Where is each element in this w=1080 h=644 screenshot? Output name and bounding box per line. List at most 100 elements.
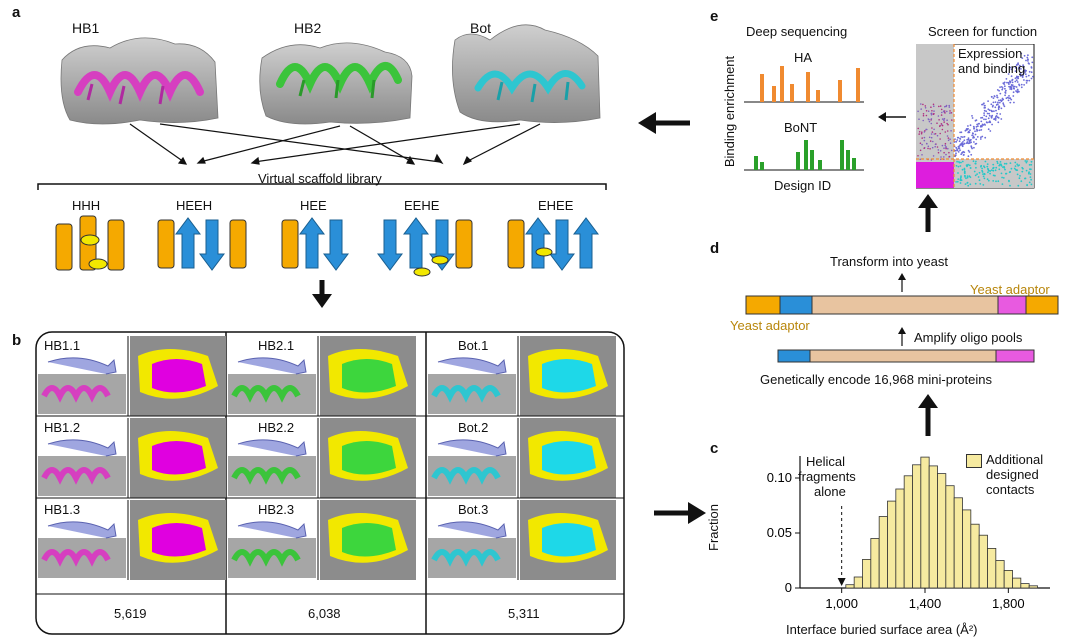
library-label: Virtual scaffold library — [258, 171, 382, 186]
y-tick-label: 0 — [785, 580, 792, 595]
topology-heeh — [157, 217, 247, 271]
facs-scatter — [916, 44, 1035, 189]
arrow-left-to-a — [638, 112, 690, 134]
label-binding-enrichment: Binding enrichment — [722, 55, 738, 168]
histogram-bar — [987, 548, 997, 589]
construct-oligo — [777, 349, 1035, 363]
panel-c-letter: c — [710, 440, 719, 457]
design-hb2-1 — [228, 336, 416, 416]
histogram-chart: 0 0.05 0.10 1,000 1,400 1,800 — [767, 456, 1050, 611]
design-hb1-1 — [38, 336, 226, 416]
count-bot: 5,311 — [508, 606, 540, 621]
topology-eehe — [377, 217, 473, 277]
x-tick-label: 1,000 — [825, 596, 858, 611]
histogram-bar — [953, 497, 963, 589]
ha-bar-5 — [816, 90, 820, 102]
design-label-bot-1: Bot.1 — [458, 338, 489, 353]
design-label-hb1-2: HB1.2 — [44, 420, 81, 435]
histogram-bar — [920, 456, 930, 589]
count-hb1: 5,619 — [114, 606, 147, 621]
label-bont: BoNT — [784, 120, 818, 135]
label-design-id: Design ID — [774, 178, 832, 193]
histogram-bar — [995, 560, 1005, 589]
design-label-bot-3: Bot.3 — [458, 502, 489, 517]
topology-hee — [281, 217, 349, 271]
design-grid — [35, 331, 625, 635]
bont-bar-4 — [810, 150, 814, 170]
panel-e-letter: e — [710, 8, 719, 25]
topology-cartoons — [37, 183, 607, 308]
x-tick-label: 1,400 — [909, 596, 942, 611]
deep-seq-bars — [744, 66, 864, 171]
arrow-d-to-e — [918, 194, 938, 232]
legend-line-1: Additional — [986, 452, 1044, 467]
gate-label-1: Expression — [958, 46, 1023, 61]
histogram-bar — [928, 465, 938, 589]
encode-label: Genetically encode 16,968 mini-proteins — [760, 372, 992, 387]
histogram-bar — [862, 559, 872, 589]
design-hb2-3 — [228, 500, 416, 580]
design-bot-1 — [428, 336, 616, 416]
histogram-bar — [970, 523, 980, 589]
annotation-line-1: Helical — [806, 454, 846, 469]
topology-label-eehe: EEHE — [404, 198, 440, 213]
arrow-b-to-c — [654, 502, 706, 524]
bot-surface — [452, 24, 601, 123]
ha-bar-0 — [760, 74, 764, 102]
design-label-hb2-2: HB2.2 — [258, 420, 295, 435]
histogram-bar — [878, 516, 888, 589]
histogram-bar — [962, 509, 972, 589]
transform-label: Transform into yeast — [830, 254, 949, 269]
design-bot-3 — [428, 500, 616, 580]
ha-bar-3 — [790, 84, 794, 102]
legend-line-3: contacts — [986, 482, 1035, 497]
ha-bar-1 — [772, 86, 776, 102]
target-label-hb2: HB2 — [294, 20, 322, 36]
histogram-bar — [887, 500, 897, 589]
histogram-bar — [903, 475, 913, 589]
topology-label-ehee: EHEE — [538, 198, 574, 213]
bont-bar-0 — [754, 156, 758, 170]
panel-d-letter: d — [710, 240, 720, 257]
ha-bar-7 — [856, 68, 860, 102]
design-label-bot-2: Bot.2 — [458, 420, 489, 435]
design-hb1-2 — [38, 418, 226, 498]
bont-bar-2 — [796, 152, 800, 170]
histogram-bar — [845, 584, 855, 589]
hb2-surface — [259, 42, 413, 125]
design-label-hb2-3: HB2.3 — [258, 502, 295, 517]
target-surfaces — [60, 24, 601, 166]
y-tick-label: 0.05 — [767, 525, 792, 540]
histogram-xlabel: Interface buried surface area (Å²) — [786, 622, 978, 637]
histogram-bar — [895, 488, 905, 589]
yeast-adaptor-left: Yeast adaptor — [730, 318, 810, 333]
bont-bar-8 — [852, 158, 856, 170]
y-tick-label: 0.10 — [767, 470, 792, 485]
design-label-hb2-1: HB2.1 — [258, 338, 295, 353]
annotation-line-2: fragments — [798, 469, 856, 484]
topology-label-heeh: HEEH — [176, 198, 213, 213]
ha-bar-2 — [780, 66, 784, 102]
histogram-bar — [978, 534, 988, 589]
panel-a-letter: a — [12, 4, 21, 21]
target-label-hb1: HB1 — [72, 20, 100, 36]
legend-line-2: designed — [986, 467, 1039, 482]
amplify-label: Amplify oligo pools — [914, 330, 1023, 345]
count-hb2: 6,038 — [308, 606, 341, 621]
arrow-c-to-d — [918, 394, 938, 436]
library-arrows — [129, 123, 541, 166]
ha-bar-4 — [806, 72, 810, 102]
design-hb1-3 — [38, 500, 226, 580]
x-tick-label: 1,800 — [992, 596, 1025, 611]
design-bot-2 — [428, 418, 616, 498]
arrow-amplify — [898, 327, 906, 346]
histogram-bar — [1028, 585, 1038, 589]
histogram-bar — [870, 538, 880, 589]
topology-hhh — [55, 215, 125, 271]
topology-label-hhh: HHH — [72, 198, 101, 213]
histogram-bar — [1020, 583, 1030, 589]
design-hb2-2 — [228, 418, 416, 498]
annotation-line-3: alone — [814, 484, 846, 499]
panel-b-letter: b — [12, 332, 22, 349]
construct-full — [745, 295, 1059, 315]
